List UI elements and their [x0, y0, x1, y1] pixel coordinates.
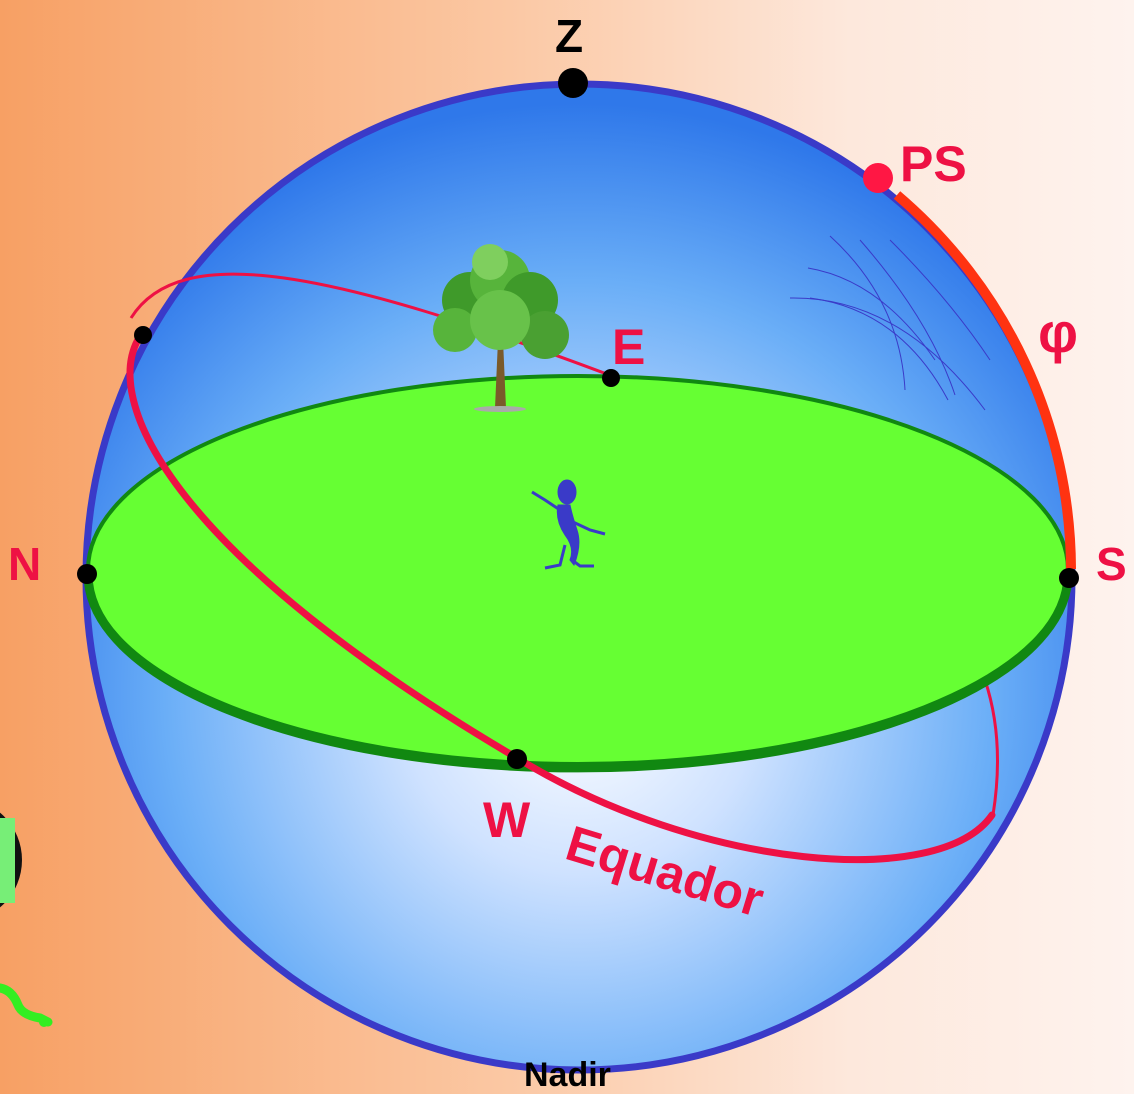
west-point — [507, 749, 527, 769]
left-partial-globe — [0, 812, 22, 908]
south-pole-point — [863, 163, 893, 193]
observer-figure-icon — [531, 479, 606, 570]
north-point — [77, 564, 97, 584]
south-label: S — [1096, 538, 1127, 590]
meridian-grid-lines — [789, 235, 991, 411]
north-label: N — [8, 538, 41, 590]
latitude-arc — [893, 191, 1076, 570]
west-label: W — [483, 792, 531, 848]
east-point — [602, 369, 620, 387]
equator-back-arc-right — [983, 679, 999, 816]
nadir-label: Nadir — [524, 1056, 611, 1094]
alien-figure-icon — [0, 983, 53, 1027]
horizon-front-edge — [83, 573, 1073, 773]
zenith-point — [558, 68, 588, 98]
equator-north-crossing-point — [134, 326, 152, 344]
zenith-label: Z — [555, 10, 583, 62]
south-pole-label: PS — [900, 136, 967, 192]
tree-icon — [433, 244, 569, 412]
south-point — [1059, 568, 1079, 588]
east-label: E — [612, 319, 645, 375]
latitude-label: φ — [1038, 301, 1078, 364]
